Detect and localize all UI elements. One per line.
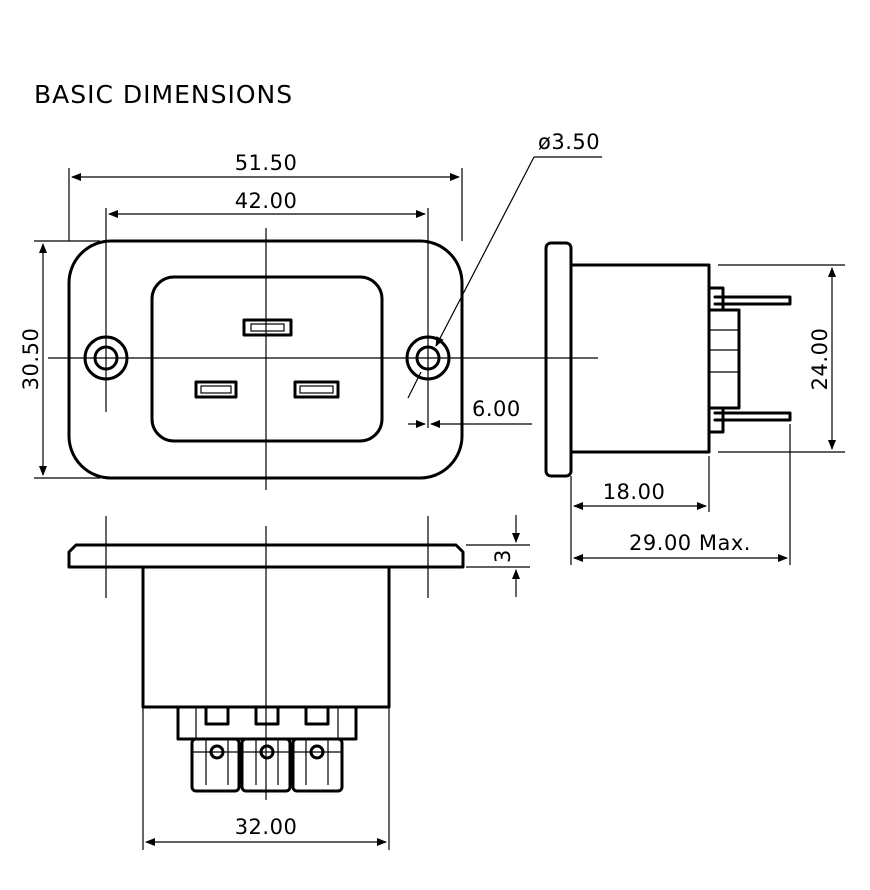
dim-hole-edge-offset: 6.00 [408,397,532,428]
side-flange [544,241,573,478]
front-view: 51.50 42.00 30.50 ø3.50 6.00 [19,130,602,490]
label-body-width: 32.00 [235,815,298,839]
dim-hole-diameter: ø3.50 [407,130,602,399]
live-slot [194,380,238,399]
dim-total-depth: 29.00 Max. [573,424,791,565]
label-total-depth: 29.00 Max. [629,531,751,555]
dim-flange-thickness: 3 [466,515,530,597]
dim-body-depth: 18.00 [570,456,710,565]
socket-cavity [150,275,384,443]
label-flange-thickness: 3 [491,549,515,563]
drawing-title: BASIC DIMENSIONS [34,80,293,109]
label-body-height: 24.00 [808,328,832,391]
top-terminals [176,705,358,793]
dim-overall-height: 30.50 [19,240,100,479]
neutral-slot [293,380,340,399]
label-hole-edge-offset: 6.00 [472,397,521,421]
dim-body-height: 24.00 [718,264,845,453]
top-flange [67,543,465,569]
side-terminals [707,286,792,434]
label-hole-spacing: 42.00 [235,189,298,213]
label-body-depth: 18.00 [603,480,666,504]
top-view: 3 32.00 [67,515,530,850]
side-view: 24.00 18.00 29.00 Max. [544,241,845,565]
dim-body-width: 32.00 [142,707,390,850]
label-hole-diameter: ø3.50 [538,130,600,154]
label-overall-width: 51.50 [235,151,298,175]
dim-hole-spacing: 42.00 [108,189,426,218]
earth-slot [242,318,293,337]
dim-overall-width: 51.50 [68,151,463,241]
label-overall-height: 30.50 [19,328,43,391]
